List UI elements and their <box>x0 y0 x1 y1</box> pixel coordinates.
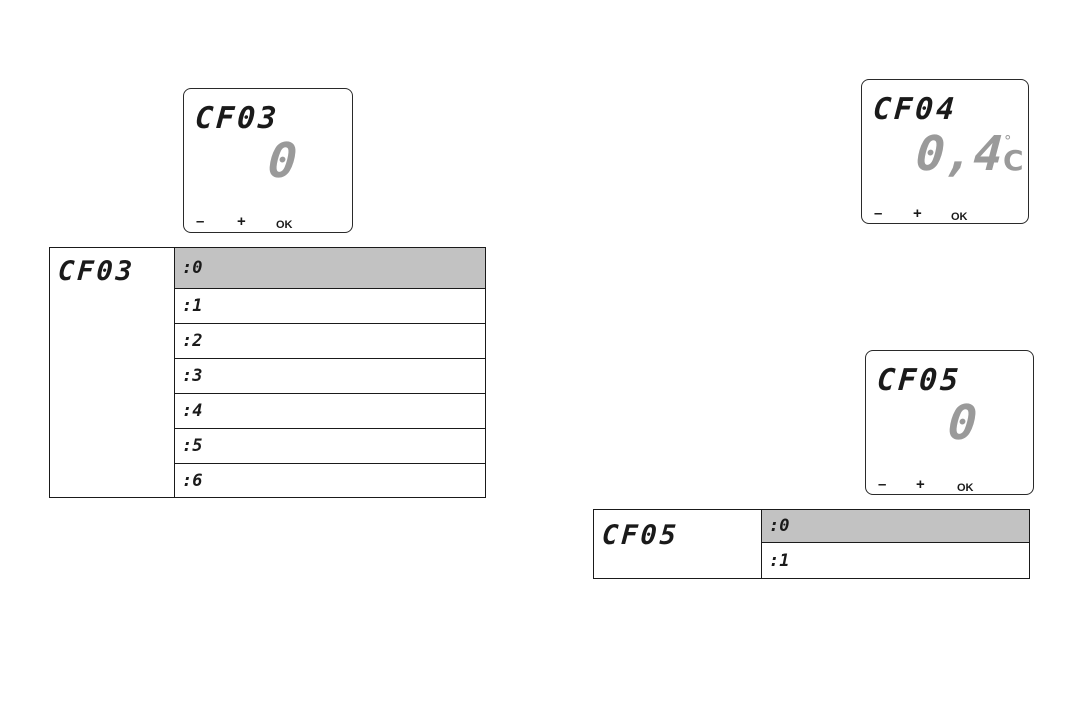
table-code: CF03 <box>57 256 136 287</box>
minus-button[interactable]: – <box>196 214 204 229</box>
option-row-2[interactable]: :2 <box>175 324 486 359</box>
table-code: CF05 <box>601 520 680 551</box>
option-row-1[interactable]: :1 <box>762 543 1030 579</box>
lcd-code: CF05 <box>876 363 963 398</box>
lcd-value: 0 <box>266 137 298 185</box>
table-code-cell: CF05 <box>594 510 762 579</box>
ok-button[interactable]: OK <box>276 220 293 231</box>
option-row-0[interactable]: :0 <box>762 510 1030 543</box>
lcd-display-cf05: CF05 0 – + OK <box>865 350 1034 495</box>
ok-button[interactable]: OK <box>957 483 974 494</box>
option-row-4[interactable]: :4 <box>175 394 486 429</box>
plus-button[interactable]: + <box>916 477 925 492</box>
plus-button[interactable]: + <box>237 214 246 229</box>
lcd-code: CF04 <box>872 92 959 127</box>
option-row-3[interactable]: :3 <box>175 359 486 394</box>
option-row-6[interactable]: :6 <box>175 464 486 498</box>
celsius-unit: C <box>1003 144 1024 177</box>
lcd-value: 0,4 <box>914 130 1004 178</box>
ok-button[interactable]: OK <box>951 212 968 223</box>
option-row-5[interactable]: :5 <box>175 429 486 464</box>
plus-button[interactable]: + <box>913 206 922 221</box>
minus-button[interactable]: – <box>874 206 882 221</box>
option-row-0[interactable]: :0 <box>175 248 486 289</box>
options-table-cf05: CF05 :0 :1 <box>593 509 1030 579</box>
lcd-code: CF03 <box>194 101 281 136</box>
minus-button[interactable]: – <box>878 477 886 492</box>
lcd-value: 0 <box>946 399 978 447</box>
table-code-cell: CF03 <box>50 248 175 498</box>
option-row-1[interactable]: :1 <box>175 289 486 324</box>
options-table-cf03: CF03 :0 :1 :2 :3 :4 :5 :6 <box>49 247 486 498</box>
lcd-display-cf03: CF03 0 – + OK <box>183 88 353 233</box>
lcd-display-cf04: CF04 0,4 ° C – + OK <box>861 79 1029 224</box>
